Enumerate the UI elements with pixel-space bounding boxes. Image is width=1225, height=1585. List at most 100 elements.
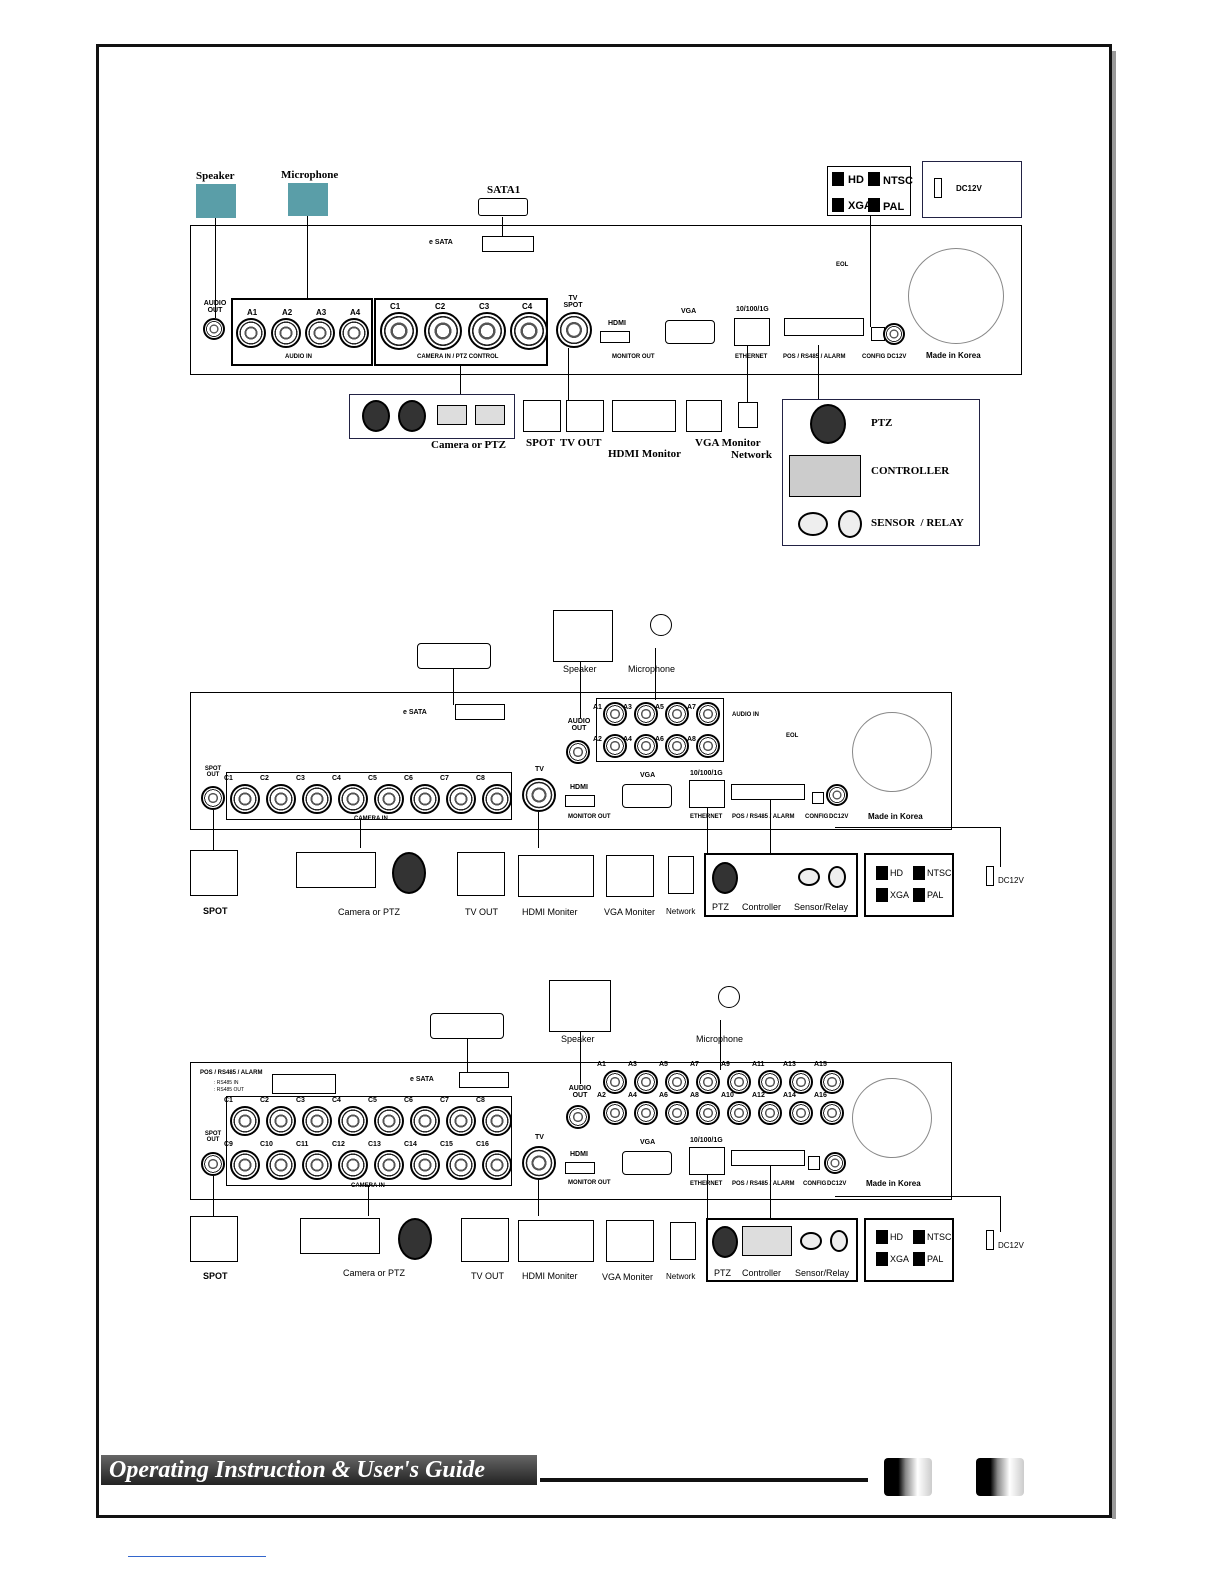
camera-in-port[interactable] — [266, 784, 296, 814]
camera-in-port[interactable] — [446, 1106, 476, 1136]
esata-port[interactable] — [459, 1072, 509, 1088]
tv-spot-port[interactable] — [556, 312, 592, 348]
config-switch[interactable] — [808, 1156, 820, 1170]
audio-out-port[interactable] — [203, 318, 225, 340]
audio-in-port[interactable] — [665, 702, 689, 726]
tv-port[interactable] — [522, 778, 556, 812]
audio-in-port[interactable] — [789, 1101, 813, 1125]
pos-terminal-top[interactable] — [272, 1074, 336, 1094]
audio-in-port[interactable] — [665, 1070, 689, 1094]
audio-in-port[interactable] — [789, 1070, 813, 1094]
audio-in-port[interactable] — [758, 1070, 782, 1094]
audio-in-port[interactable] — [696, 702, 720, 726]
hdmi-port[interactable] — [565, 795, 595, 807]
spot-out-port[interactable] — [201, 1152, 225, 1176]
audio-out-port[interactable] — [566, 740, 590, 764]
spot-out-port[interactable] — [201, 786, 225, 810]
audio-port-label: A8 — [687, 736, 696, 743]
camera-in-port[interactable] — [230, 784, 260, 814]
audio-in-port[interactable] — [603, 702, 627, 726]
camera-in-port[interactable] — [338, 784, 368, 814]
dc12v-port[interactable] — [883, 323, 905, 345]
audio-in-port[interactable] — [758, 1101, 782, 1125]
dc12v-port[interactable] — [824, 1152, 846, 1174]
audio-in-port[interactable] — [634, 702, 658, 726]
ethernet-port[interactable] — [689, 1147, 725, 1175]
vga-port[interactable] — [622, 1151, 672, 1175]
hdmi-monitor-icon — [518, 1220, 594, 1262]
tv-port[interactable] — [522, 1146, 556, 1180]
esata-port[interactable] — [482, 236, 534, 252]
audio-out-port[interactable] — [566, 1105, 590, 1129]
audio-in-port[interactable] — [696, 1070, 720, 1094]
audio-port-label: A5 — [659, 1061, 668, 1068]
camera-in-port[interactable] — [338, 1106, 368, 1136]
camera-in-port[interactable] — [510, 312, 548, 350]
hdmi-port[interactable] — [565, 1162, 595, 1174]
audio-in-port[interactable] — [665, 734, 689, 758]
camera-in-port[interactable] — [374, 1106, 404, 1136]
hdmi-monitor-label: HDMI Monitor — [608, 448, 682, 460]
camera-in-port[interactable] — [468, 312, 506, 350]
vga-port[interactable] — [622, 784, 672, 808]
audio-in-port[interactable] — [727, 1070, 751, 1094]
vga-port[interactable] — [665, 320, 715, 344]
camera-in-port[interactable] — [410, 1106, 440, 1136]
camera-in-port[interactable] — [446, 784, 476, 814]
camera-in-port[interactable] — [266, 1106, 296, 1136]
esata-port[interactable] — [455, 704, 505, 720]
audio-in-port[interactable] — [634, 1070, 658, 1094]
made-in-label: Made in Korea — [866, 1179, 921, 1188]
audio-in-port[interactable] — [696, 1101, 720, 1125]
tv-out-label: TV OUT — [471, 1271, 504, 1281]
camera-in-port[interactable] — [230, 1106, 260, 1136]
camera-in-port[interactable] — [380, 312, 418, 350]
audio-in-port[interactable] — [820, 1070, 844, 1094]
pos-terminal-block[interactable] — [731, 784, 805, 800]
camera-in-port[interactable] — [230, 1150, 260, 1180]
audio-in-port[interactable] — [271, 318, 301, 348]
camera-in-port[interactable] — [302, 1150, 332, 1180]
dc12v-port[interactable] — [826, 784, 848, 806]
audio-in-port[interactable] — [603, 734, 627, 758]
audio-in-port[interactable] — [634, 1101, 658, 1125]
audio-in-port[interactable] — [603, 1070, 627, 1094]
audio-port-label: A2 — [593, 736, 602, 743]
audio-in-port[interactable] — [727, 1101, 751, 1125]
pal-switch-icon — [868, 198, 880, 212]
microphone-icon — [288, 183, 328, 216]
camera-in-port[interactable] — [410, 784, 440, 814]
config-switch[interactable] — [812, 792, 824, 804]
controller-icon — [789, 455, 861, 497]
ethernet-port[interactable] — [734, 318, 770, 346]
pos-terminal-block[interactable] — [784, 318, 864, 336]
camera-in-port[interactable] — [302, 1106, 332, 1136]
spot-monitor-icon — [523, 400, 561, 432]
hdmi-port[interactable] — [600, 331, 630, 343]
audio-port-label: A5 — [655, 704, 664, 711]
camera-in-port[interactable] — [374, 1150, 404, 1180]
camera-in-port[interactable] — [266, 1150, 296, 1180]
controller-label: Controller — [742, 1268, 782, 1278]
camera-in-port[interactable] — [482, 1150, 512, 1180]
audio-in-port[interactable] — [305, 318, 335, 348]
audio-in-port[interactable] — [665, 1101, 689, 1125]
audio-in-port[interactable] — [236, 318, 266, 348]
camera-in-port[interactable] — [424, 312, 462, 350]
camera-in-port[interactable] — [338, 1150, 368, 1180]
pos-terminal-block[interactable] — [731, 1150, 805, 1166]
audio-in-port[interactable] — [634, 734, 658, 758]
audio-in-port[interactable] — [603, 1101, 627, 1125]
ethernet-port[interactable] — [689, 780, 725, 808]
wire — [215, 218, 216, 318]
audio-in-port[interactable] — [696, 734, 720, 758]
camera-in-port[interactable] — [374, 784, 404, 814]
camera-in-port[interactable] — [482, 784, 512, 814]
audio-in-port[interactable] — [820, 1101, 844, 1125]
xga-label: XGA — [890, 1254, 910, 1264]
camera-in-port[interactable] — [482, 1106, 512, 1136]
camera-in-port[interactable] — [410, 1150, 440, 1180]
audio-in-port[interactable] — [339, 318, 369, 348]
camera-in-port[interactable] — [446, 1150, 476, 1180]
camera-in-port[interactable] — [302, 784, 332, 814]
